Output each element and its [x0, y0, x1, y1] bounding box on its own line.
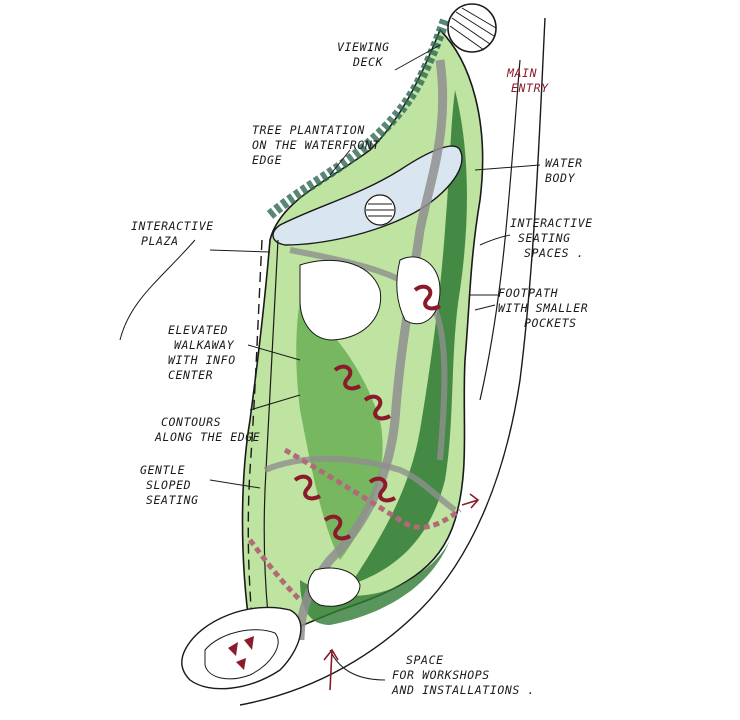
label-line: FOR WORKSHOPS [392, 668, 490, 682]
label-line: FOOTPATH [498, 286, 559, 300]
workshop-inner [204, 629, 279, 680]
label-footpath: FOOTPATH WITH SMALLER POCKETS [498, 286, 588, 331]
label-line: MAIN [507, 66, 538, 80]
label-line: INTERACTIVE [131, 219, 214, 233]
label-workshops: SPACE FOR WORKSHOPS AND INSTALLATIONS . [392, 653, 535, 698]
label-line: INTERACTIVE [510, 216, 593, 230]
seating-glyph-6 [323, 514, 352, 541]
label-line: CONTOURS [161, 415, 222, 429]
label-line: POCKETS [524, 316, 577, 330]
interactive-pocket-top [299, 259, 382, 341]
entry-arrow-lower [323, 648, 339, 691]
label-elevated-walkway: ELEVATED WALKAWAY WITH INFO CENTER [168, 323, 236, 383]
park-green-dark-right [350, 90, 467, 585]
installation-2 [244, 636, 254, 650]
viewing-deck-circle [447, 3, 497, 53]
label-line: SPACE [406, 653, 444, 667]
label-line: PLAZA [141, 234, 179, 248]
label-line: AND INSTALLATIONS . [392, 683, 535, 697]
label-contours: CONTOURS ALONG THE EDGE [155, 415, 260, 445]
label-tree-plantation: TREE PLANTATION ON THE WATERFRONT EDGE [252, 123, 380, 168]
site-boundary-road [479, 59, 521, 401]
installation-1 [228, 642, 238, 656]
label-line: SEATING [518, 231, 571, 245]
plaza-node-hatch [366, 203, 394, 217]
site-boundary-outer [239, 17, 546, 706]
leader-lines [119, 44, 541, 681]
entry-arrow [461, 493, 480, 509]
label-line: GENTLE [140, 463, 186, 477]
label-viewing-deck: VIEWING DECK [337, 40, 390, 70]
seating-glyph-4 [293, 474, 322, 501]
label-main-entry: MAIN ENTRY [507, 66, 549, 96]
seating-pocket [307, 567, 361, 607]
installation-3 [236, 658, 246, 670]
label-line: SLOPED [146, 478, 192, 492]
seating-glyph-2 [333, 364, 362, 391]
footpath-link [263, 455, 457, 513]
red-route [283, 447, 462, 530]
label-water-body: WATER BODY [545, 156, 583, 186]
label-line: BODY [545, 171, 576, 185]
label-line: DECK [353, 55, 384, 69]
label-line: CENTER [168, 368, 214, 382]
label-line: EDGE [252, 153, 283, 167]
label-line: ON THE WATERFRONT [252, 138, 380, 152]
tree-plantation-edge [266, 18, 450, 219]
label-line: VIEWING [337, 40, 390, 54]
label-line: SPACES . [524, 246, 585, 260]
label-line: ELEVATED [168, 323, 229, 337]
label-gentle-sloped: GENTLE SLOPED SEATING [140, 463, 199, 508]
label-line: ENTRY [511, 81, 549, 95]
red-route-lower [248, 538, 302, 602]
label-line: WALKAWAY [174, 338, 235, 352]
seating-glyph-5 [368, 476, 397, 503]
label-line: TREE PLANTATION [252, 123, 365, 137]
label-interactive-seating: INTERACTIVE SEATING SPACES . [510, 216, 593, 261]
viewing-deck-hatch [449, 7, 497, 51]
label-interactive-plaza: INTERACTIVE PLAZA [131, 219, 214, 249]
label-line: ALONG THE EDGE [155, 430, 261, 444]
workshop-space [181, 606, 302, 690]
label-line: SEATING [146, 493, 199, 507]
label-line: WITH SMALLER [498, 301, 589, 315]
elevated-walkway-edge [263, 239, 279, 616]
seating-glyph-1 [413, 284, 442, 311]
seating-glyph-3 [363, 394, 392, 421]
label-line: WITH INFO [168, 353, 236, 367]
label-line: WATER [545, 156, 583, 170]
water-body [272, 145, 463, 246]
elevated-walkway [247, 239, 263, 621]
